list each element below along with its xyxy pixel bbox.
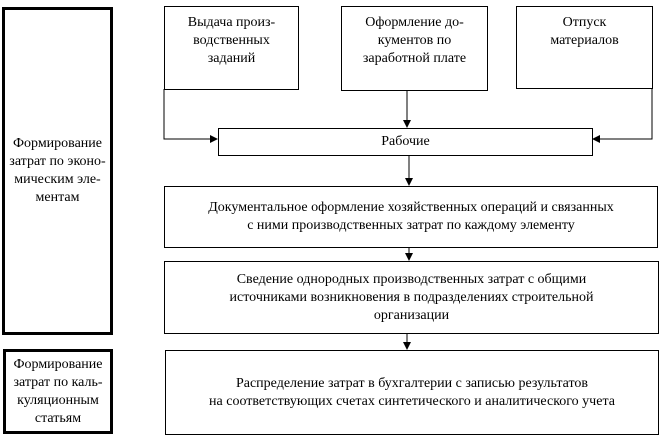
source-payroll-documents: Оформление до- кументов по заработной пл… bbox=[341, 6, 488, 91]
source-materials-issue: Отпуск материалов bbox=[516, 6, 653, 89]
workers-block: Рабочие bbox=[218, 128, 593, 156]
step-aggregation: Сведение однородных производственных зат… bbox=[164, 261, 659, 334]
calculation-items-block: Формирование затрат по каль- куляционным… bbox=[3, 349, 113, 434]
arrow-tasks-to-workers bbox=[163, 89, 218, 143]
step-documentation: Документальное оформление хозяйственных … bbox=[164, 186, 658, 248]
arrow-materials-to-workers bbox=[592, 88, 653, 143]
economic-elements-block: Формирование затрат по эконо- мическим э… bbox=[2, 7, 113, 335]
source-production-tasks: Выдача произ- водственных заданий bbox=[164, 6, 299, 90]
step-accounting-distribution: Распределение затрат в бухгалтерии с зап… bbox=[165, 350, 659, 435]
